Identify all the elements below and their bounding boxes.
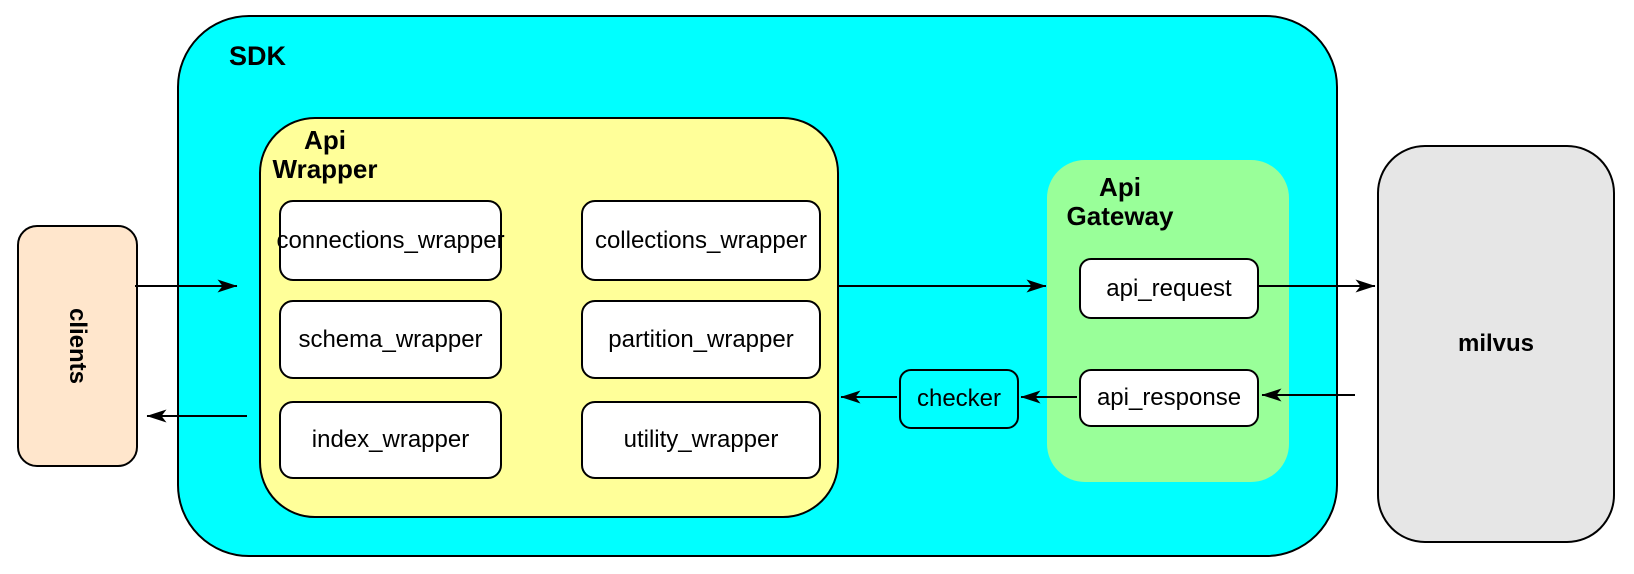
utility-wrapper-node: utility_wrapper [581, 401, 821, 479]
api-response-node: api_response [1079, 369, 1259, 427]
api-gateway-label: Api Gateway [1066, 172, 1174, 231]
clients-node: clients [17, 225, 138, 467]
collections-wrapper-label: collections_wrapper [594, 226, 808, 254]
index-wrapper-node: index_wrapper [279, 401, 502, 479]
sdk-label: SDK [229, 41, 287, 71]
clients-label: clients [64, 307, 92, 385]
milvus-node: milvus [1377, 145, 1615, 543]
checker-label: checker [916, 385, 1002, 412]
milvus-label: milvus [1457, 330, 1535, 357]
api-request-label: api_request [1106, 274, 1232, 302]
api-wrapper-container: Api Wrapper connections_wrapper collecti… [259, 117, 839, 518]
connections-wrapper-node: connections_wrapper [276, 200, 505, 281]
connections-wrapper-label: connections_wrapper [276, 226, 505, 254]
api-response-label: api_response [1096, 384, 1242, 411]
schema-wrapper-label: schema_wrapper [298, 325, 483, 353]
api-wrapper-label: Api Wrapper [272, 125, 378, 184]
schema-wrapper-node: schema_wrapper [279, 300, 502, 379]
partition-wrapper-node: partition_wrapper [581, 300, 821, 379]
collections-wrapper-node: collections_wrapper [581, 200, 821, 281]
api-request-node: api_request [1079, 258, 1259, 319]
api-gateway-container: Api Gateway api_request api_response [1047, 160, 1289, 482]
sdk-container: SDK Api Wrapper connections_wrapper coll… [177, 15, 1338, 557]
utility-wrapper-label: utility_wrapper [623, 426, 779, 453]
checker-node: checker [899, 369, 1019, 429]
partition-wrapper-label: partition_wrapper [608, 325, 794, 353]
index-wrapper-label: index_wrapper [311, 426, 470, 453]
